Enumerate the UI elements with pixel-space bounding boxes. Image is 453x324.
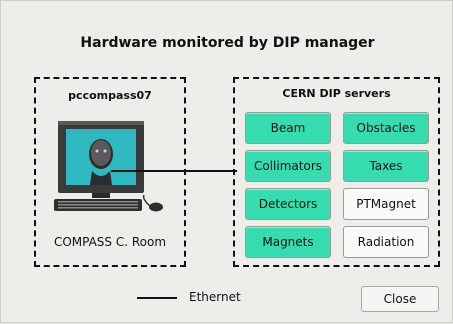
window-title: Hardware monitored by DIP manager: [80, 35, 375, 51]
server-collimators[interactable]: Collimators: [245, 150, 331, 182]
ethernet-legend-line: [137, 297, 177, 299]
server-taxes[interactable]: Taxes: [343, 150, 429, 182]
close-button[interactable]: Close: [361, 286, 439, 312]
server-detectors[interactable]: Detectors: [245, 188, 331, 220]
servers-grid: Beam Obstacles Collimators Taxes Detecto…: [245, 112, 429, 258]
server-beam[interactable]: Beam: [245, 112, 331, 144]
server-ptmagnet[interactable]: PTMagnet: [343, 188, 429, 220]
local-group-title: pccompass07: [68, 89, 152, 102]
dip-servers-group: CERN DIP servers Beam Obstacles Collimat…: [233, 77, 440, 267]
computer-icon: [54, 121, 163, 212]
servers-group-title: CERN DIP servers: [282, 87, 391, 100]
computer-caption: COMPASS C. Room: [53, 235, 167, 249]
ethernet-legend-label: Ethernet: [189, 290, 241, 304]
server-obstacles[interactable]: Obstacles: [343, 112, 429, 144]
server-magnets[interactable]: Magnets: [245, 226, 331, 258]
local-computer-group: pccompass07 COMPASS C. R: [34, 77, 186, 267]
server-radiation[interactable]: Radiation: [343, 226, 429, 258]
